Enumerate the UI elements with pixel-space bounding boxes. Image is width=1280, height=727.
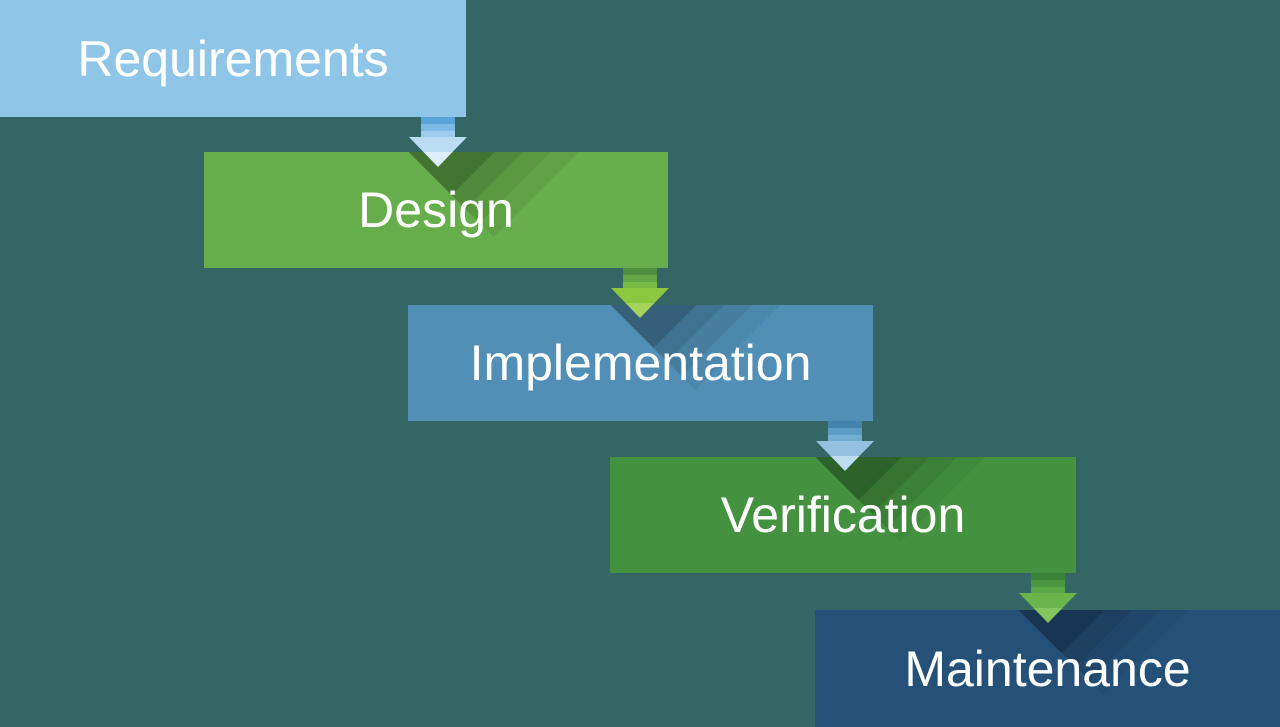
- stage-label-design: Design: [358, 182, 514, 238]
- stage-box-implementation: Implementation: [408, 305, 873, 421]
- stage-label-verification: Verification: [720, 487, 966, 543]
- stage-box-requirements: Requirements: [0, 0, 466, 117]
- stage-box-verification: Verification: [610, 457, 1076, 573]
- stage-label-implementation: Implementation: [469, 335, 812, 391]
- stage-box-maintenance: Maintenance: [815, 610, 1280, 727]
- stage-box-design: Design: [204, 152, 668, 268]
- stage-label-maintenance: Maintenance: [904, 640, 1191, 697]
- stage-label-requirements: Requirements: [77, 30, 389, 87]
